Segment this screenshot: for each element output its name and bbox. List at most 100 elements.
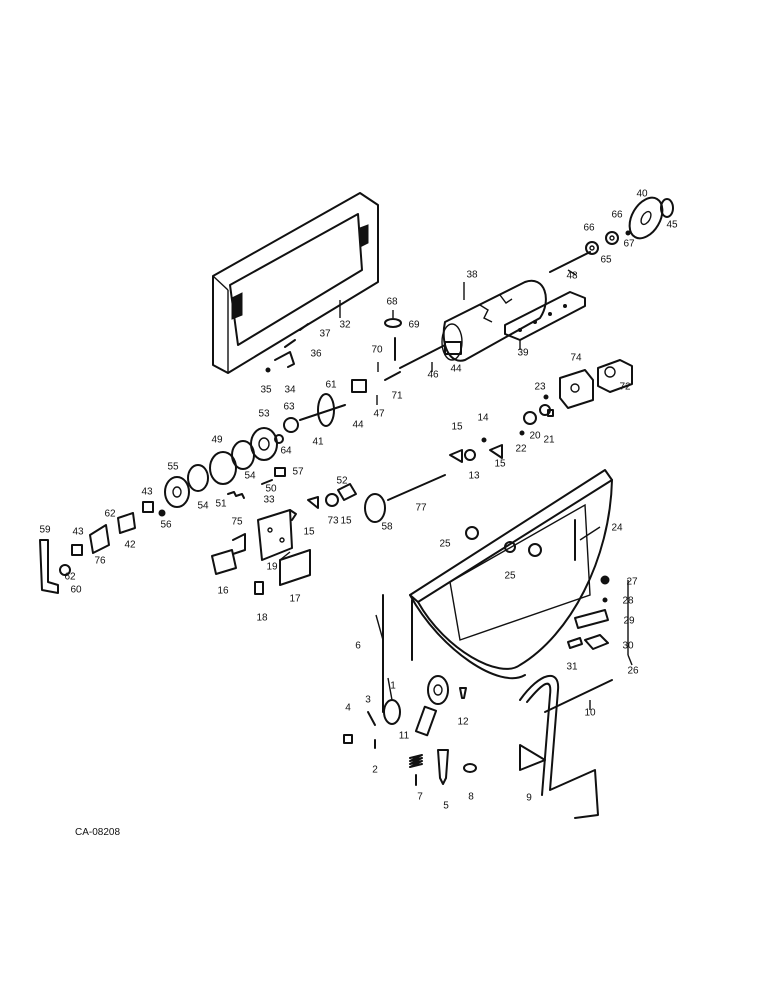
- parts-13-14-bearings: [464, 437, 487, 461]
- callout-33: 33: [263, 495, 275, 506]
- part-49-disc: [209, 451, 237, 485]
- callout-74: 74: [570, 353, 582, 364]
- part-64-washer: [274, 434, 284, 444]
- callout-17: 17: [289, 594, 301, 605]
- part-44-hub-lower: [351, 379, 367, 393]
- part-5-pin: [437, 749, 449, 785]
- parts-27-31-latch-hardware: [567, 575, 629, 655]
- callout-25a: 25: [439, 539, 451, 550]
- callout-66a: 66: [583, 223, 595, 234]
- callout-23: 23: [534, 382, 546, 393]
- callout-53: 53: [258, 409, 270, 420]
- part-75-bracket: [232, 533, 246, 555]
- callout-19: 19: [266, 562, 278, 573]
- part-61-pulley: [299, 393, 346, 427]
- part-58-pulley: [364, 493, 386, 523]
- callout-20: 20: [529, 431, 541, 442]
- part-40-pulley: [628, 196, 664, 240]
- callout-65: 65: [600, 255, 612, 266]
- callout-29: 29: [623, 616, 635, 627]
- drawing-code: CA-08208: [75, 827, 120, 838]
- callout-4: 4: [345, 703, 351, 714]
- parts-34-37-latch: [265, 323, 309, 373]
- callout-22: 22: [515, 444, 527, 455]
- part-59-arm: [39, 539, 59, 594]
- callout-10: 10: [584, 708, 596, 719]
- callout-72: 72: [619, 382, 631, 393]
- part-1-pulley: [383, 699, 401, 725]
- part-18-pin: [254, 581, 264, 595]
- part-3-bolt: [367, 711, 376, 726]
- part-56-bolt: [158, 509, 166, 517]
- callout-21: 21: [543, 435, 555, 446]
- part-48-shaft: [549, 251, 591, 273]
- callout-30: 30: [622, 641, 634, 652]
- callout-54a: 54: [244, 471, 256, 482]
- callout-75: 75: [231, 517, 243, 528]
- callout-76: 76: [94, 556, 106, 567]
- callout-67: 67: [623, 239, 635, 250]
- part-19-plate: [257, 509, 293, 561]
- callout-12: 12: [457, 717, 469, 728]
- callout-32: 32: [339, 320, 351, 331]
- callout-34: 34: [284, 385, 296, 396]
- callout-63: 63: [283, 402, 295, 413]
- part-72-motor: [597, 359, 633, 393]
- part-8-washer: [463, 763, 477, 773]
- callout-15a: 15: [451, 422, 463, 433]
- callout-49: 49: [211, 435, 223, 446]
- callout-44a: 44: [450, 364, 462, 375]
- part-46-shaft: [399, 344, 446, 369]
- callout-1: 1: [390, 681, 396, 692]
- callout-24: 24: [611, 523, 623, 534]
- callout-6: 6: [355, 641, 361, 652]
- callout-43b: 43: [72, 527, 84, 538]
- callout-43a: 43: [141, 487, 153, 498]
- callout-35: 35: [260, 385, 272, 396]
- part-7-spring: [409, 754, 423, 786]
- callout-13: 13: [468, 471, 480, 482]
- callout-50: 50: [265, 484, 277, 495]
- callout-8: 8: [468, 792, 474, 803]
- callout-68: 68: [386, 297, 398, 308]
- callout-62b: 62: [64, 572, 76, 583]
- callout-71: 71: [391, 391, 403, 402]
- callout-70: 70: [371, 345, 383, 356]
- callout-54b: 54: [197, 501, 209, 512]
- callout-7: 7: [417, 792, 423, 803]
- callout-3: 3: [365, 695, 371, 706]
- part-11-sleeve: [414, 705, 438, 737]
- part-76-bracket: [89, 524, 110, 554]
- part-16-clip: [211, 549, 237, 575]
- callout-5: 5: [443, 801, 449, 812]
- callout-56: 56: [160, 520, 172, 531]
- callout-62a: 62: [104, 509, 116, 520]
- callout-36: 36: [310, 349, 322, 360]
- part-43-nut: [142, 501, 154, 513]
- callout-66b: 66: [611, 210, 623, 221]
- part-24-shroud: [409, 469, 613, 680]
- part-12-fitting: [459, 687, 467, 699]
- callout-55: 55: [167, 462, 179, 473]
- part-45-cap: [660, 198, 674, 218]
- callout-61: 61: [325, 380, 337, 391]
- callout-46: 46: [427, 370, 439, 381]
- callout-37: 37: [319, 329, 331, 340]
- callout-18: 18: [256, 613, 268, 624]
- callout-27: 27: [626, 577, 638, 588]
- part-44-hub: [444, 341, 462, 355]
- callout-11: 11: [399, 731, 410, 742]
- callout-73: 73: [327, 516, 339, 527]
- callout-40: 40: [636, 189, 648, 200]
- part-77-shaft: [387, 474, 446, 501]
- callout-42: 42: [124, 540, 136, 551]
- callout-77: 77: [415, 503, 427, 514]
- callout-26: 26: [627, 666, 639, 677]
- part-4-nut: [343, 734, 353, 744]
- callout-9: 9: [526, 793, 532, 804]
- callout-39: 39: [517, 348, 529, 359]
- callout-45: 45: [666, 220, 678, 231]
- part-17-cover: [279, 549, 311, 586]
